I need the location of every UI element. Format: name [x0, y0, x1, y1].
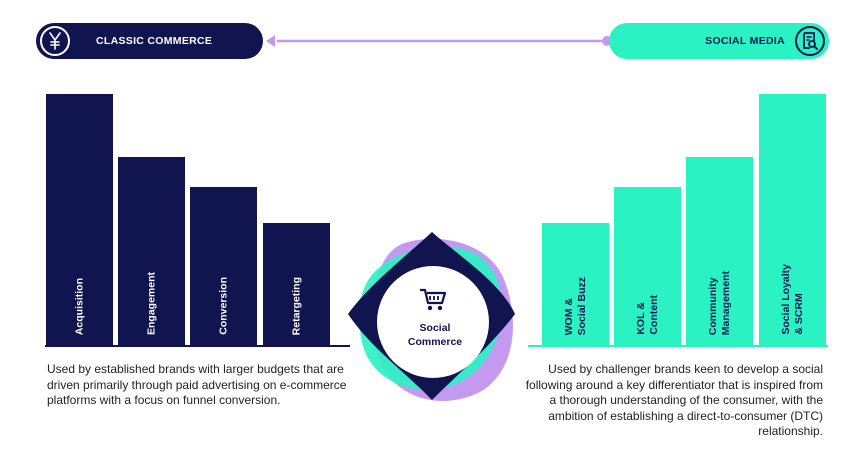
social-commerce-label: Social Commerce: [395, 321, 475, 349]
bar-wom-social-buzz: WOM & Social Buzz: [542, 223, 609, 347]
bar-retargeting: Retargeting: [263, 223, 330, 347]
classic-commerce-label: CLASSIC COMMERCE: [96, 35, 213, 47]
bar-engagement: Engagement: [118, 157, 185, 347]
bar-label: Conversion: [217, 277, 229, 335]
social-commerce-blob: [348, 232, 515, 401]
right-baseline: [528, 345, 828, 347]
bar-label: KOL & Content: [634, 295, 660, 335]
yen-icon: [40, 26, 70, 56]
social-media-label: SOCIAL MEDIA: [705, 35, 785, 47]
bar-label: Social Loyalty & SCRM: [779, 264, 805, 335]
bar-kol-content: KOL & Content: [614, 187, 681, 347]
shopping-cart-icon: [420, 288, 447, 311]
social-media-description: Used by challenger brands keen to develo…: [525, 362, 823, 438]
bar-label: Retargeting: [290, 276, 302, 335]
bar-label: Engagement: [145, 271, 157, 335]
bar-label: Community Management: [706, 270, 732, 335]
social-media-pill: SOCIAL MEDIA: [609, 23, 829, 59]
classic-commerce-description: Used by established brands with larger b…: [47, 362, 347, 407]
bar-community-management: Community Management: [686, 157, 753, 347]
center-line-1: Social: [419, 322, 451, 334]
document-search-icon: [795, 26, 825, 56]
connector-arrow: [266, 35, 612, 47]
bar-conversion: Conversion: [190, 187, 257, 347]
bar-acquisition: Acquisition: [46, 94, 113, 347]
classic-commerce-pill: CLASSIC COMMERCE: [36, 23, 263, 59]
bar-label: Acquisition: [73, 277, 85, 335]
bar-social-loyalty-scrm: Social Loyalty & SCRM: [759, 94, 826, 347]
bar-label: WOM & Social Buzz: [562, 276, 588, 335]
left-baseline: [45, 345, 350, 347]
center-line-2: Commerce: [407, 336, 463, 348]
